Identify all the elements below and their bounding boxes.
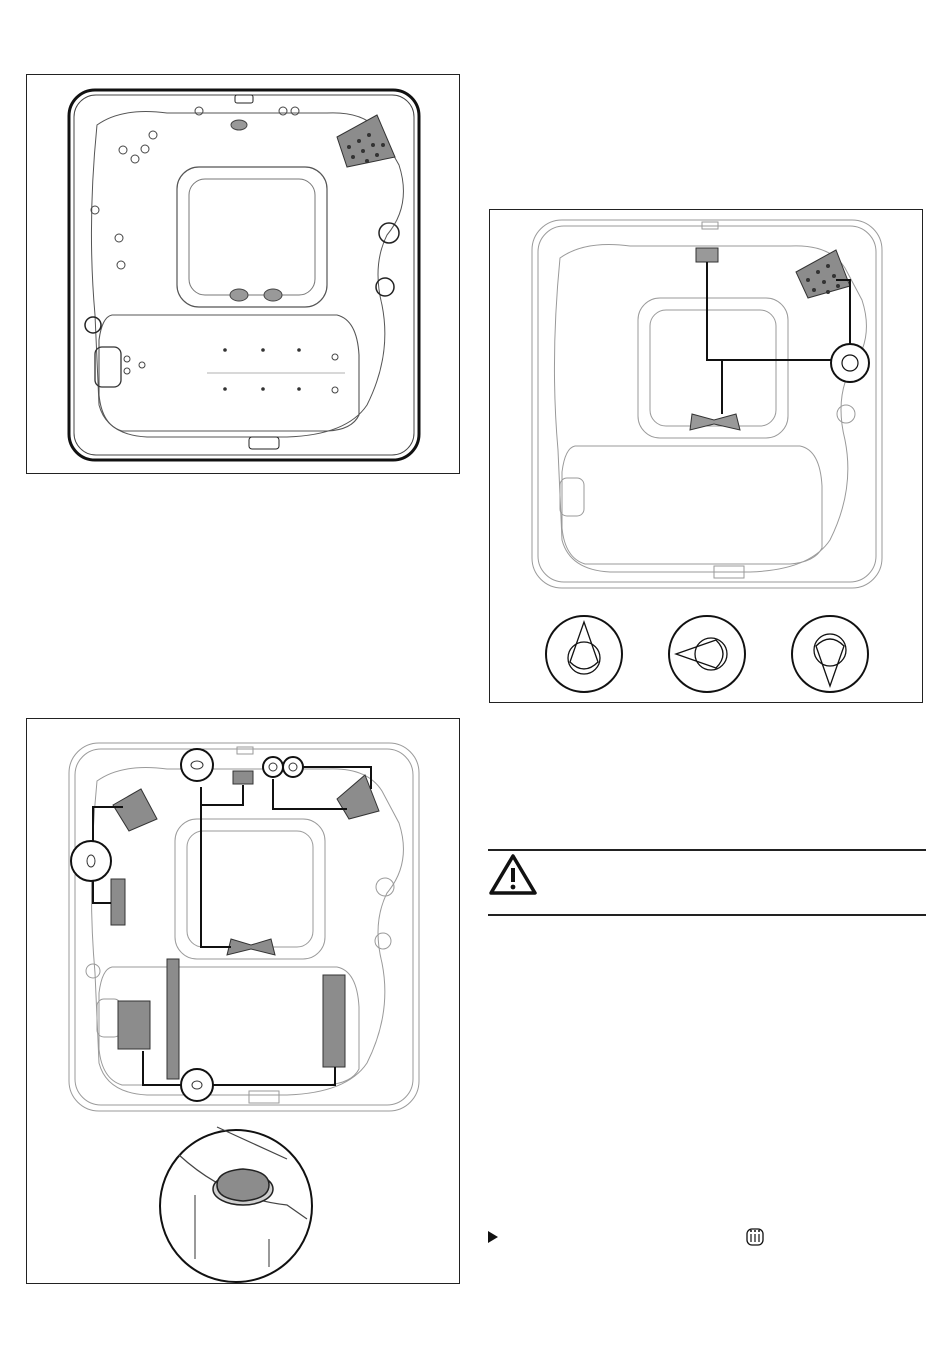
spa-top-view-drawing	[27, 75, 461, 475]
instruction-step	[488, 1226, 926, 1248]
diverter-position-up	[546, 616, 622, 692]
jets-icon	[745, 1226, 765, 1248]
diverter-position-left	[669, 616, 745, 692]
figure-diverter-valve	[489, 209, 923, 703]
air-control-knob-closeup	[160, 1127, 312, 1282]
figure-spa-top-view	[26, 74, 460, 474]
warning-triangle-icon	[488, 853, 538, 897]
air-controls-drawing	[27, 719, 461, 1285]
play-arrow-icon	[488, 1231, 498, 1243]
diverter-valve-drawing	[490, 210, 924, 704]
warning-box	[488, 849, 926, 916]
figure-air-controls	[26, 718, 460, 1284]
diverter-position-down	[792, 616, 868, 692]
